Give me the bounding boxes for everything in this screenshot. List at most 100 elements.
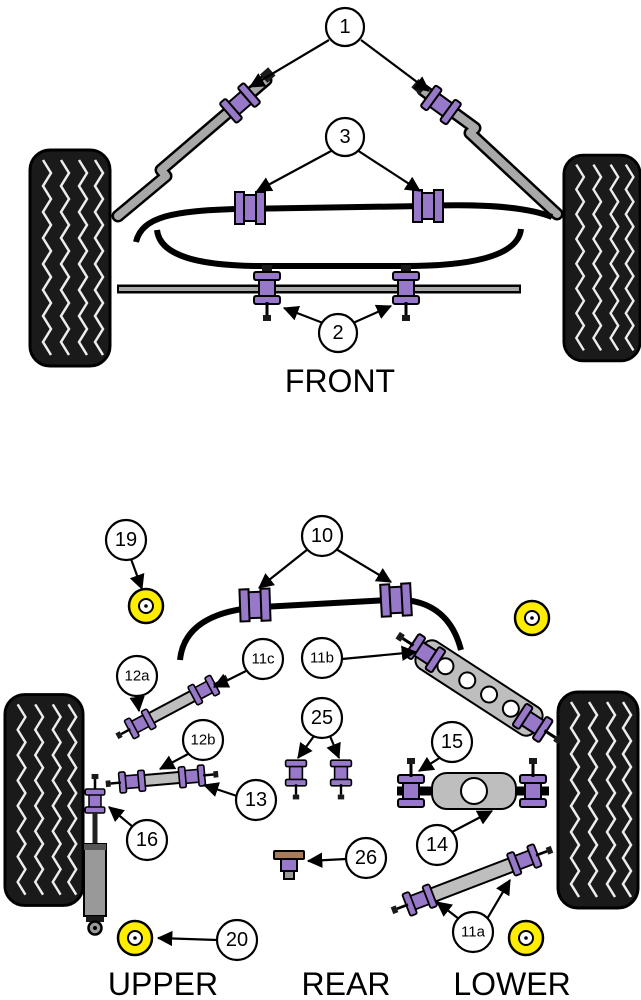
callout-circle [324,6,366,48]
arrow-25-left [297,735,315,759]
upper-section-label: UPPER [108,966,218,1000]
callout-11c: 11c [241,637,285,681]
callout-circle [181,718,225,762]
callout-26: 26 [344,836,388,880]
rear-upper-arm [393,630,565,746]
callout-label: 25 [311,707,333,729]
bushing-10-right [379,582,413,618]
front-anti-roll-bar [133,202,554,243]
callout-label: 11c [251,651,275,668]
yellow-bushing-lower-right [507,919,545,957]
arrow-11a-left [436,901,460,920]
bushing-26 [280,858,298,872]
rear-link-arm-12a [114,673,230,741]
callout-circle [317,312,359,354]
rear-lower-arm [389,842,555,918]
arrow-3-left [256,149,334,192]
arrow-19 [129,558,145,591]
arrow-13 [202,782,238,798]
arrow-20 [156,930,218,947]
callout-circle [430,720,474,764]
callout-label: 26 [355,847,377,869]
bushing-19-yellow [127,587,165,625]
arrow-3-right [356,149,421,192]
arrow-25-right [326,735,341,760]
arrow-15 [418,756,442,772]
callout-circle [324,116,366,158]
callout-label: 12b [190,732,215,749]
arrow-12a [129,695,145,713]
shock-eye-center [93,926,97,930]
callout-label: 11b [310,650,334,667]
rear-link-arm-12b [104,764,220,794]
callout-25: 25 [300,696,344,740]
front-drop-link-left [111,67,276,223]
front-section-label: FRONT [285,363,395,399]
shock-top-bolt [90,772,100,792]
rear-anti-roll-bar [177,596,464,661]
callout-label: 15 [441,731,463,753]
hub-hole [460,777,488,805]
front-left-tire [28,148,112,368]
callout-circle [104,518,148,562]
callout-circle [241,637,285,681]
bushing-2-right-top-nut [401,265,411,272]
bushing-25-left [284,759,308,787]
drop-link-rod-fill [114,76,270,220]
arrow-2-right [352,304,393,325]
arrow-14 [449,810,493,834]
front-right-tire [562,153,641,363]
callout-label: 1 [339,16,350,38]
callout-circle [451,910,495,954]
bushing-3-right [412,189,444,223]
callout-13: 13 [234,778,278,822]
shock-bottom-cap [86,916,104,922]
arrow-16 [108,806,134,828]
callout-12a: 12a [115,654,159,698]
bushing-2-left-top-nut [262,265,272,272]
callout-label: 3 [339,126,350,148]
bushing-3-left [234,191,266,225]
shock-body [83,843,107,917]
callout-circle [300,696,344,740]
upper-arm-bolt-left [393,630,418,651]
bushing-20-yellow [116,919,154,957]
callout-label: 16 [136,829,158,851]
rear-shock-absorber [83,772,107,936]
shock-body-cap [84,844,106,850]
callout-15: 15 [430,720,474,764]
arrow-1-right [360,39,430,92]
yellow-bushing-upper-right [513,599,551,637]
part-26-mount [273,850,305,880]
callout-arrows [108,39,511,947]
callout-circle [300,514,344,558]
callout-circle [415,823,459,867]
callout-11a: 11a [451,910,495,954]
rear-hub-assembly [397,756,549,810]
callout-circle [344,836,388,880]
callout-19: 19 [104,518,148,562]
callout-circle [215,918,259,962]
callout-3: 3 [324,116,366,158]
mount-stem [283,870,295,880]
callout-circle [300,636,344,680]
rear-right-tire [556,690,640,910]
callout-circle [234,778,278,822]
callout-14: 14 [415,823,459,867]
upper-arm-hole [458,671,477,690]
arrow-26 [306,852,347,868]
rear-left-tire [3,692,85,908]
front-subframe-bar [154,228,524,269]
callout-2: 2 [317,312,359,354]
callout-label: 12a [124,668,150,685]
callout-label: 11a [461,924,486,941]
arrow-10-left [258,548,309,589]
callout-circle [115,654,159,698]
callout-11b: 11b [300,636,344,680]
arrow-11b [341,645,418,662]
callout-circle [125,818,169,862]
arrow-11a-right [486,879,511,920]
arrow-10-right [335,548,392,583]
lower-section-label: LOWER [453,966,570,1000]
